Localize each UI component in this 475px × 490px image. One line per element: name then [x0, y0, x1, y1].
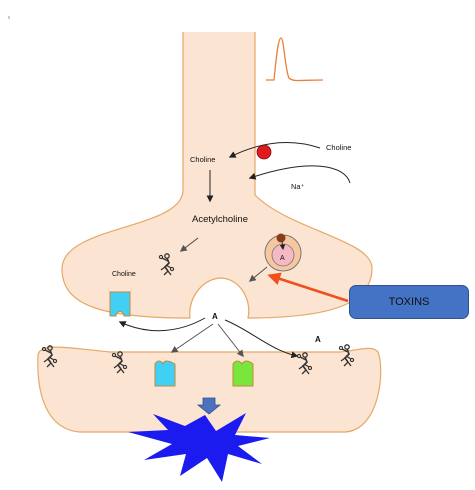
receptor-acetylcholine-mark: A	[315, 335, 321, 344]
cleft-to-green-receptor-arrow	[217, 323, 244, 358]
choline-inside-label: Choline	[190, 155, 215, 164]
choline-cleft-label: Choline	[112, 271, 136, 278]
vesicle-transporter	[276, 233, 286, 243]
cleft-to-molecules-arrow	[224, 319, 299, 359]
presynaptic-cyan-transporter	[109, 291, 131, 317]
postsynaptic-response-burst	[128, 413, 270, 482]
signal-down-arrow	[196, 397, 222, 415]
toxins-arrow	[267, 272, 349, 303]
vesicle-core	[271, 243, 295, 267]
postsynaptic-green-receptor	[232, 360, 254, 387]
sodium-uptake-arrow	[248, 165, 351, 184]
vesicle-loading-arrow	[279, 240, 286, 251]
acetylcholine-label: Acetylcholine	[192, 214, 248, 225]
postsynaptic-cyan-receptor	[154, 360, 176, 387]
sodium-label: Na⁺	[291, 182, 305, 191]
cleft-acetylcholine-mark: A	[212, 312, 218, 321]
cleft-to-cyan-receptor-arrow	[170, 323, 214, 353]
vesicle-fusion-arrow	[248, 266, 268, 282]
action-potential-trace	[266, 37, 324, 82]
choline-transporter	[256, 144, 272, 160]
postsynaptic-membrane	[37, 346, 382, 433]
presynaptic-terminal	[61, 32, 373, 319]
toxins-box: TOXINS	[349, 285, 469, 319]
vesicle-acetylcholine-mark: A	[280, 255, 285, 262]
toxins-label: TOXINS	[388, 296, 430, 308]
choline-outside-label: Choline	[326, 143, 351, 152]
acetylcholine-to-molecule-arrow	[179, 237, 199, 252]
reuptake-arrow	[118, 317, 206, 332]
choline-uptake-arrow	[228, 142, 321, 158]
